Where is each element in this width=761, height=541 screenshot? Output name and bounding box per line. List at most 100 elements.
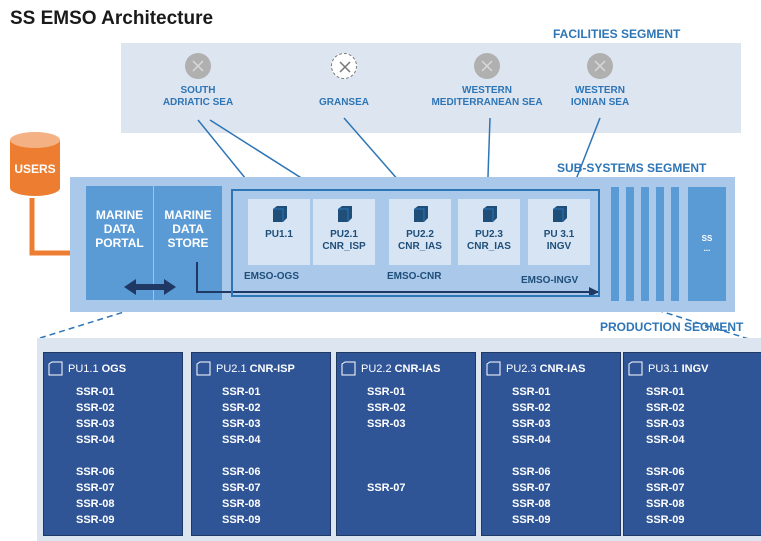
page-title: SS EMSO Architecture bbox=[10, 8, 214, 29]
processing-unit-label: PU1.1 bbox=[248, 229, 310, 241]
ssr-item: SSR-06 bbox=[646, 466, 685, 478]
production-unit-id: PU2.2 bbox=[361, 362, 392, 375]
processing-unit-id: PU 3.1 bbox=[543, 229, 575, 240]
ssr-item: SSR-01 bbox=[512, 386, 551, 398]
subsystem-stripe bbox=[626, 187, 634, 301]
processing-unit-id: PU1.1 bbox=[265, 229, 293, 240]
ssr-item: SSR-08 bbox=[512, 498, 551, 510]
ssr-item: SSR-09 bbox=[512, 514, 551, 526]
ssr-item: SSR-04 bbox=[512, 434, 551, 446]
ssr-item: SSR-07 bbox=[512, 482, 551, 494]
production-unit-id: PU2.1 bbox=[216, 362, 247, 375]
ssr-item: SSR-01 bbox=[222, 386, 261, 398]
processing-unit-card: PU1.1 bbox=[248, 199, 310, 265]
ss-box-line2: ... bbox=[703, 244, 711, 253]
group-label-cnr: EMSO-CNR bbox=[387, 271, 442, 282]
production-unit-site: CNR-IAS bbox=[394, 362, 441, 375]
ssr-item: SSR-02 bbox=[222, 402, 261, 414]
ssr-item: SSR-08 bbox=[646, 498, 685, 510]
facilities-segment-box bbox=[121, 43, 741, 133]
database-icon bbox=[10, 132, 60, 196]
document-icon bbox=[341, 361, 356, 376]
processing-unit-id: PU2.1 bbox=[330, 229, 358, 240]
cube-icon bbox=[338, 206, 352, 222]
ssr-item: SSR-01 bbox=[367, 386, 406, 398]
document-icon bbox=[628, 361, 643, 376]
ssr-item: SSR-04 bbox=[76, 434, 115, 446]
subsystem-stripe bbox=[641, 187, 649, 301]
production-unit-site: CNR-ISP bbox=[249, 362, 295, 375]
ssr-item: SSR-03 bbox=[76, 418, 115, 430]
ssr-item: SSR-08 bbox=[222, 498, 261, 510]
portal-line1: MARINE bbox=[95, 208, 144, 222]
subsystem-stripe bbox=[671, 187, 679, 301]
cube-icon bbox=[483, 206, 497, 222]
subsystem-stripe bbox=[656, 187, 664, 301]
ssr-item: SSR-06 bbox=[512, 466, 551, 478]
ssr-item: SSR-06 bbox=[222, 466, 261, 478]
facility-name-line2: GRANSEA bbox=[318, 97, 369, 108]
ssr-item: SSR-07 bbox=[222, 482, 261, 494]
portal-line3: PORTAL bbox=[95, 236, 144, 250]
processing-unit-id: PU2.2 bbox=[406, 229, 434, 240]
facilities-segment-label: FACILITIES SEGMENT bbox=[553, 27, 681, 41]
document-icon bbox=[486, 361, 501, 376]
processing-unit-id: PU2.3 bbox=[475, 229, 503, 240]
store-line1: MARINE bbox=[164, 208, 212, 222]
facility-name-line1: WESTERN bbox=[575, 85, 625, 96]
subsystem-stripe bbox=[611, 187, 619, 301]
ssr-item: SSR-08 bbox=[76, 498, 115, 510]
marine-data-portal: MARINE DATA PORTAL bbox=[86, 208, 153, 250]
ssr-item: SSR-09 bbox=[222, 514, 261, 526]
ssr-item: SSR-07 bbox=[76, 482, 115, 494]
processing-unit-site: CNR_ISP bbox=[322, 241, 366, 252]
facility-name-line2: MEDITERRANEAN SEA bbox=[431, 97, 543, 108]
processing-units-frame bbox=[231, 189, 600, 297]
ssr-item: SSR-02 bbox=[76, 402, 115, 414]
ssr-item: SSR-03 bbox=[646, 418, 685, 430]
ssr-item: SSR-07 bbox=[646, 482, 685, 494]
facility-name-line1: WESTERN bbox=[462, 85, 512, 96]
store-line2: DATA bbox=[172, 222, 204, 236]
facility-icon bbox=[587, 53, 613, 79]
group-label-ogs: EMSO-OGS bbox=[244, 271, 300, 282]
marine-data-store: MARINE DATA STORE bbox=[154, 208, 222, 250]
ssr-item: SSR-02 bbox=[512, 402, 551, 414]
panel-divider bbox=[153, 186, 154, 300]
production-unit-site: INGV bbox=[681, 362, 709, 375]
production-unit-site: CNR-IAS bbox=[539, 362, 586, 375]
production-unit-id: PU3.1 bbox=[648, 362, 679, 375]
document-icon bbox=[48, 361, 63, 376]
facility-name-line2: IONIAN SEA bbox=[570, 97, 630, 108]
facility-icon bbox=[331, 53, 357, 79]
processing-unit-site: INGV bbox=[546, 241, 572, 252]
ssr-item: SSR-04 bbox=[646, 434, 685, 446]
double-arrow-icon bbox=[124, 279, 176, 295]
ssr-item: SSR-02 bbox=[646, 402, 685, 414]
subsystems-segment-label: SUB-SYSTEMS SEGMENT bbox=[557, 161, 707, 175]
ssr-item: SSR-09 bbox=[76, 514, 115, 526]
ssr-item: SSR-02 bbox=[367, 402, 406, 414]
facility-icon bbox=[185, 53, 211, 79]
document-icon bbox=[196, 361, 211, 376]
